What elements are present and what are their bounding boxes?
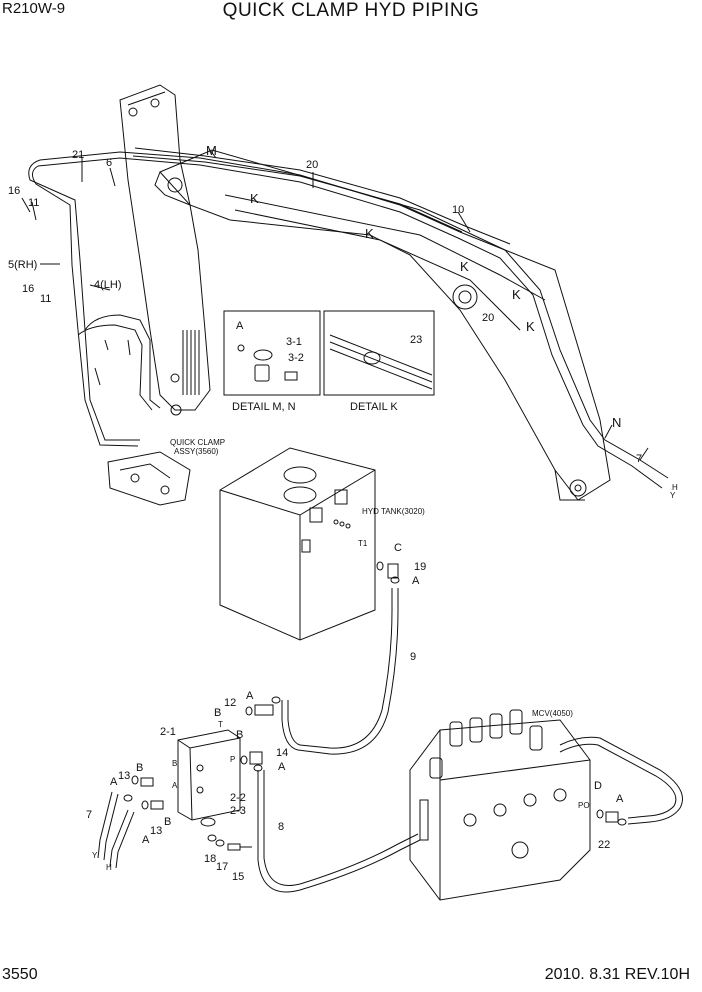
callout-d: D xyxy=(594,780,602,792)
callout-22: 22 xyxy=(598,839,610,851)
callout-6: 6 xyxy=(106,157,112,169)
hose-9-inner xyxy=(281,588,399,755)
callout-k2: K xyxy=(365,226,374,241)
hose-8 xyxy=(257,770,421,893)
quick-clamp-label-2: ASSY(3560) xyxy=(174,447,219,456)
callout-y1: Y xyxy=(670,491,676,500)
callout-18: 18 xyxy=(204,853,216,865)
callout-a1: A xyxy=(412,575,420,587)
callout-t1: T1 xyxy=(358,539,368,548)
callout-h1: H xyxy=(672,483,678,492)
leader-lines xyxy=(21,149,649,461)
detail-k-label: DETAIL K xyxy=(350,401,398,413)
callout-y2: Y xyxy=(92,851,98,860)
callout-labels: 21 6 16 11 5(RH) 4(LH) 16 11 M 20 K K 10… xyxy=(8,143,678,883)
fittings xyxy=(123,561,627,826)
callout-4lh: 4(LH) xyxy=(94,279,122,291)
hose-7-right xyxy=(109,809,129,867)
arm-hoses xyxy=(28,159,161,447)
callout-2-3: 2-3 xyxy=(230,805,246,817)
port-p: P xyxy=(230,755,235,764)
callout-po: PO xyxy=(578,801,590,810)
callout-k1: K xyxy=(250,191,259,206)
hyd-tank-label: HYD TANK(3020) xyxy=(362,507,425,516)
detail-k-callout-23: 23 xyxy=(410,334,422,346)
detail-mn-callout-3-2: 3-2 xyxy=(288,352,304,364)
model-number: R210W-9 xyxy=(2,0,66,17)
page-number: 3550 xyxy=(2,966,38,983)
callout-16a: 16 xyxy=(8,185,20,197)
hose-9 xyxy=(287,588,393,749)
callout-10: 10 xyxy=(452,204,464,216)
callout-14: 14 xyxy=(276,747,288,759)
quick-clamp-label-1: QUICK CLAMP xyxy=(170,438,225,447)
bolt-assembly xyxy=(207,834,252,851)
detail-mn-callout-a: A xyxy=(236,320,244,332)
callout-c: C xyxy=(394,542,402,554)
callout-16b: 16 xyxy=(22,283,34,295)
callout-21: 21 xyxy=(72,149,84,161)
mcv-label: MCV(4050) xyxy=(532,709,573,718)
callout-11a: 11 xyxy=(28,197,39,209)
callout-k5: K xyxy=(526,319,535,334)
callout-a4: A xyxy=(110,776,118,788)
callout-13b: 13 xyxy=(150,825,162,837)
detail-k-box xyxy=(323,310,435,396)
callout-13a: 13 xyxy=(118,770,130,782)
callout-20b: 20 xyxy=(482,312,494,324)
boom xyxy=(154,149,611,501)
valve-block xyxy=(177,729,241,827)
callout-5rh: 5(RH) xyxy=(8,259,37,271)
callout-15: 15 xyxy=(232,871,244,883)
callout-t: T xyxy=(218,720,223,729)
callout-7b: 7 xyxy=(86,809,92,821)
callout-a3: A xyxy=(278,761,286,773)
callout-12: 12 xyxy=(224,697,236,709)
callout-b1: B xyxy=(214,707,221,719)
callout-11b: 11 xyxy=(40,293,51,305)
hose-8-inner xyxy=(263,770,419,886)
callout-k3: K xyxy=(460,259,469,274)
callout-n: N xyxy=(612,415,621,430)
detail-mn-box xyxy=(223,310,321,396)
callout-9: 9 xyxy=(410,651,416,663)
callout-a2: A xyxy=(246,690,254,702)
boom-pipes xyxy=(37,147,669,489)
callout-a5: A xyxy=(142,834,150,846)
quick-clamp-assembly xyxy=(107,451,191,506)
mcv-pipe xyxy=(559,736,683,825)
arm xyxy=(119,84,211,416)
detail-mn-callout-3-1: 3-1 xyxy=(286,336,302,348)
callout-a6: A xyxy=(616,793,624,805)
hose-7-left-b xyxy=(103,793,119,861)
port-a: A xyxy=(172,781,178,790)
callout-17: 17 xyxy=(216,861,228,873)
callout-2-1: 2-1 xyxy=(160,726,176,738)
callout-k4: K xyxy=(512,287,521,302)
hose-7-right-b xyxy=(115,811,135,869)
callout-20a: 20 xyxy=(306,159,318,171)
hydraulic-tank xyxy=(219,447,376,641)
main-control-valve xyxy=(409,709,591,901)
callout-m: M xyxy=(206,143,217,158)
callout-19: 19 xyxy=(414,561,426,573)
callout-h2: H xyxy=(106,863,112,872)
detail-mn-label: DETAIL M, N xyxy=(232,401,296,413)
port-b: B xyxy=(172,759,177,768)
callout-2-2: 2-2 xyxy=(230,792,246,804)
callout-8: 8 xyxy=(278,821,284,833)
page-title: QUICK CLAMP HYD PIPING xyxy=(222,0,480,21)
hose-7-left xyxy=(97,791,113,859)
callout-b2: B xyxy=(236,729,243,741)
callout-b3: B xyxy=(136,762,143,774)
callout-b4: B xyxy=(164,816,171,828)
revision-date: 2010. 8.31 REV.10H xyxy=(544,966,690,983)
mcv-pipe-inner xyxy=(559,743,677,819)
callout-7a: 7 xyxy=(636,453,642,465)
